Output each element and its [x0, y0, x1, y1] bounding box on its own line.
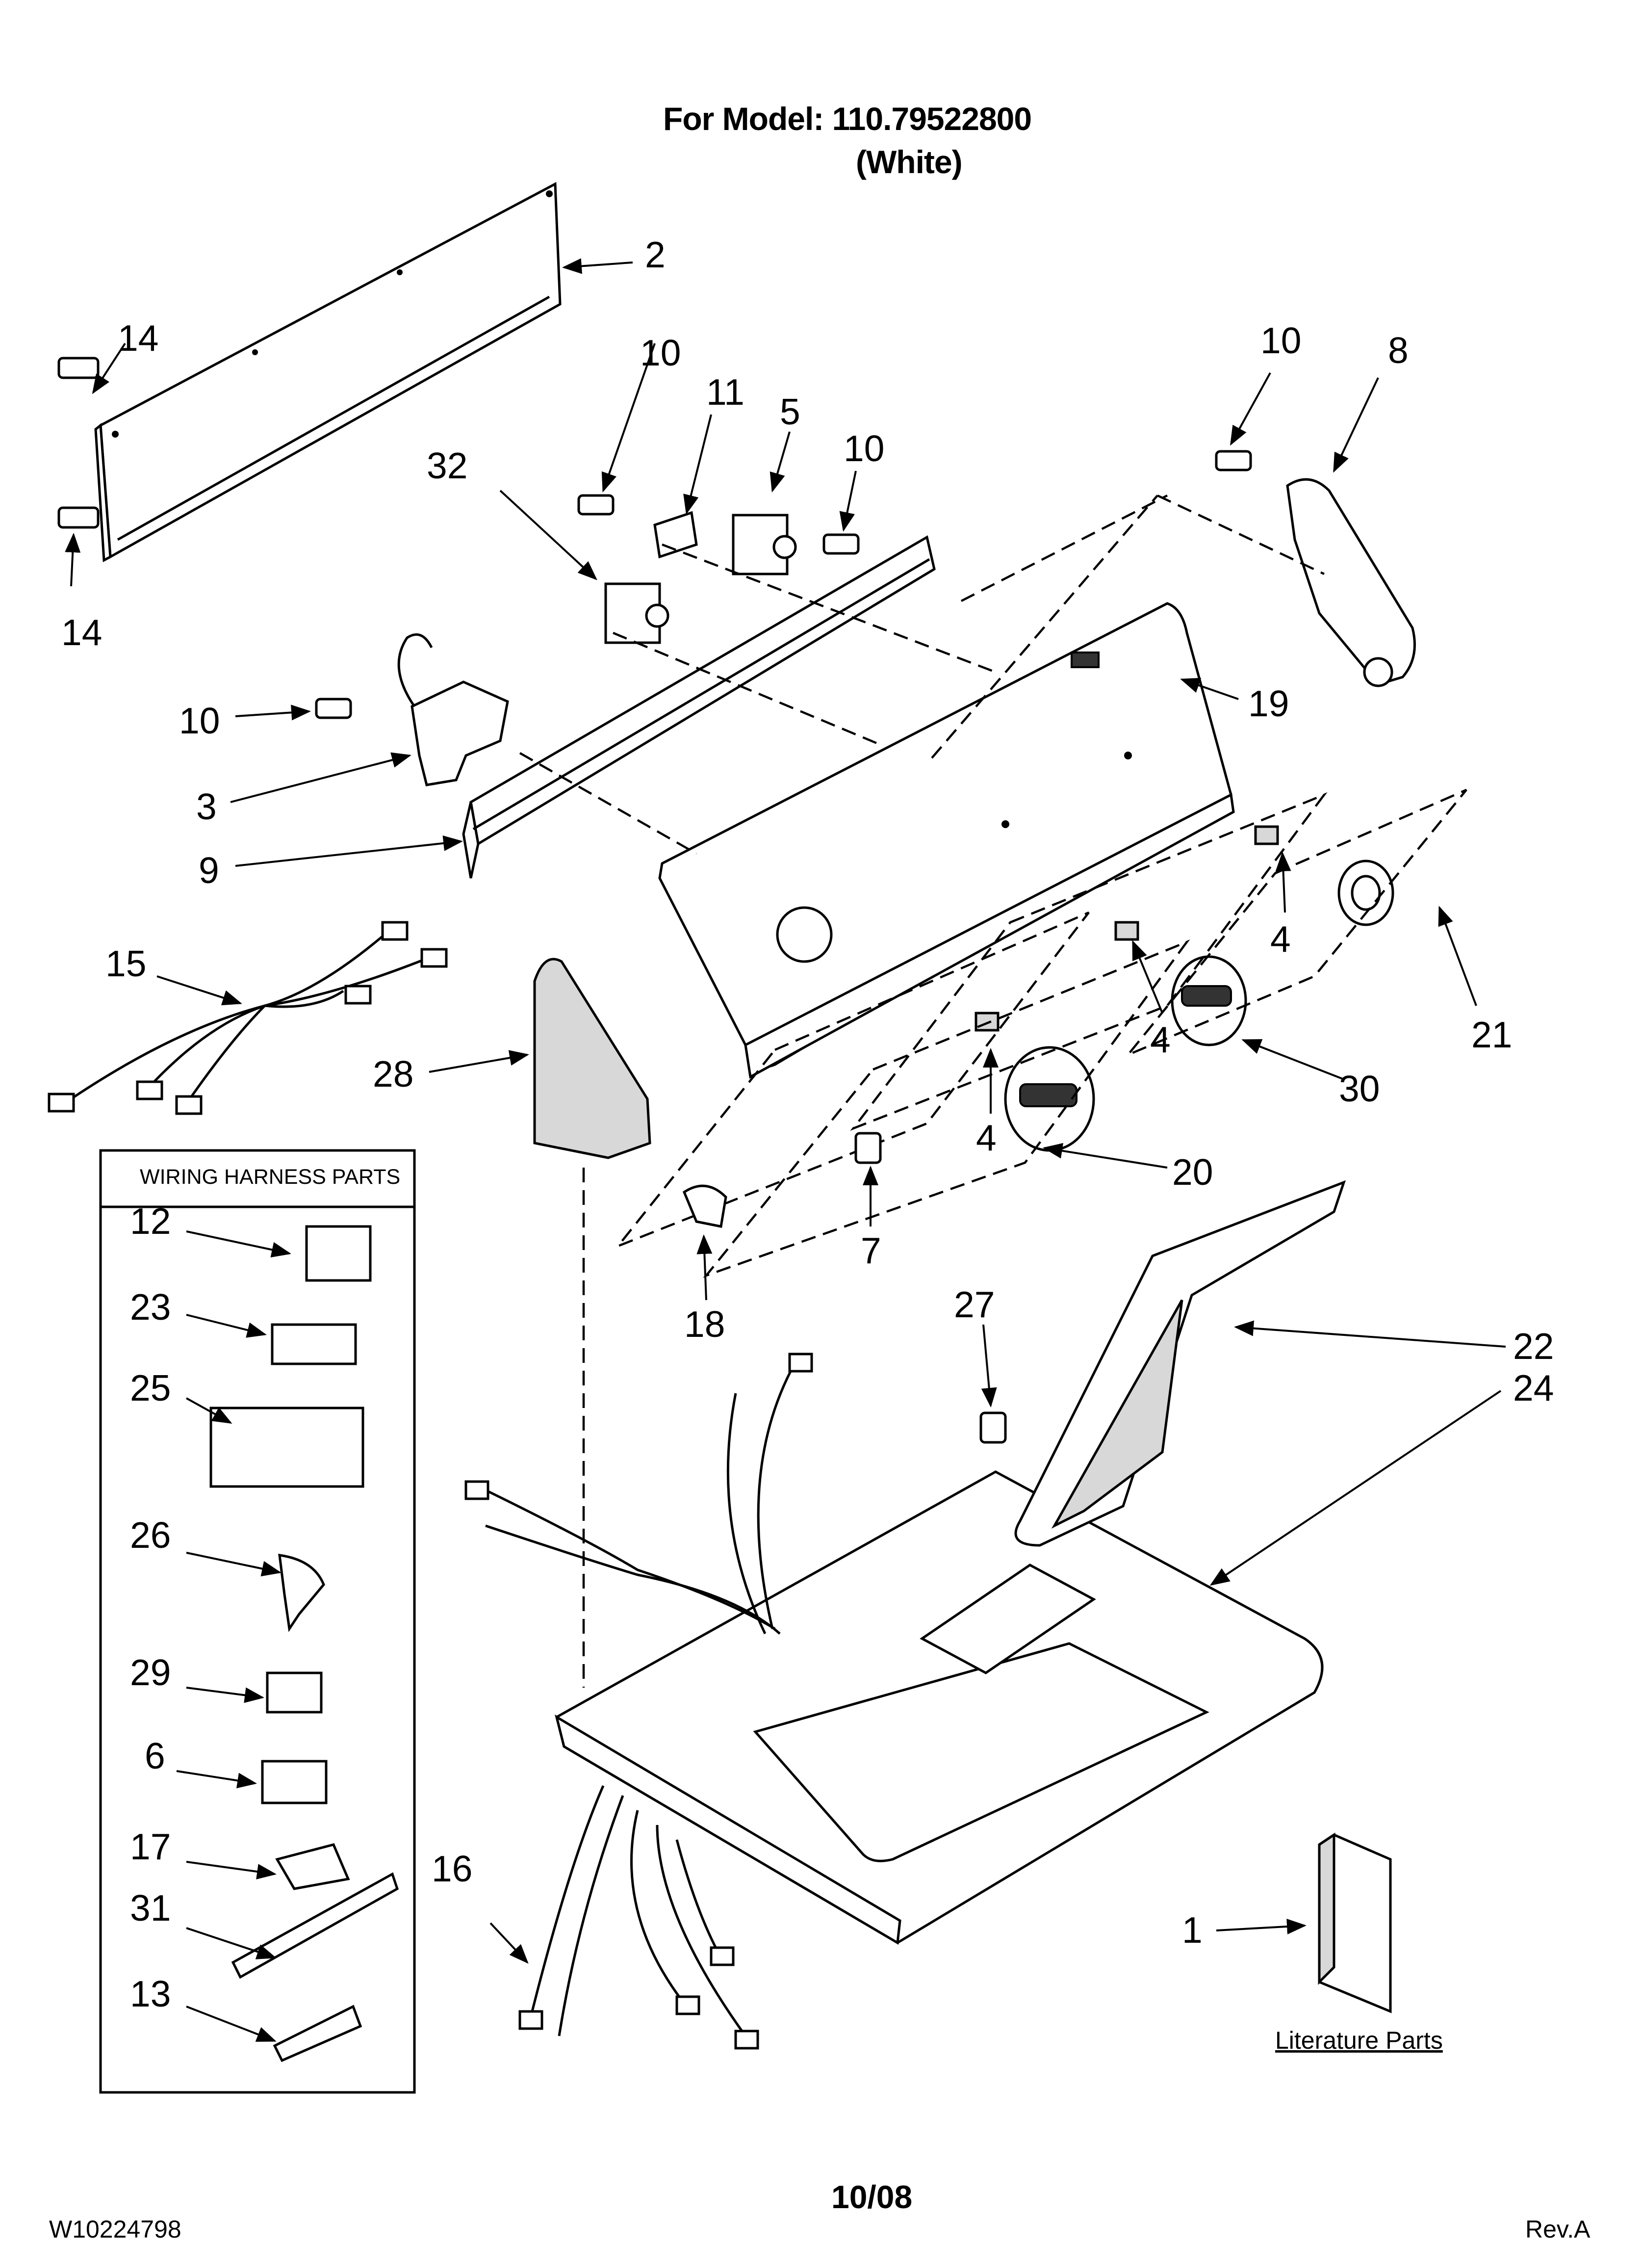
callout-14-top: 14 [118, 317, 158, 359]
callout-16: 16 [432, 1848, 472, 1889]
callout-28: 28 [373, 1053, 413, 1095]
callout-8: 8 [1388, 330, 1409, 371]
switch-part-3 [397, 633, 509, 786]
callout-w17: 17 [130, 1826, 171, 1867]
wire-part-15 [48, 921, 448, 1115]
callout-w26: 26 [130, 1514, 171, 1556]
callout-3: 3 [196, 786, 217, 827]
rear-panel-part-2 [94, 182, 562, 563]
callout-w13: 13 [130, 1973, 171, 2014]
callout-4-b: 4 [1150, 1019, 1171, 1060]
knob-part-20 [1004, 1046, 1095, 1152]
callout-21: 21 [1471, 1014, 1512, 1055]
callout-w23: 23 [130, 1286, 171, 1328]
callout-10-c: 10 [1260, 320, 1301, 361]
callout-32: 32 [427, 445, 467, 486]
harness-part-16 [464, 1353, 813, 2050]
callout-20: 20 [1172, 1151, 1213, 1193]
callout-22: 22 [1513, 1326, 1554, 1367]
doc-date: 10/08 [831, 2179, 913, 2215]
revision: Rev.A [1525, 2216, 1591, 2243]
doc-number: W10224798 [49, 2216, 181, 2243]
literature-part-1 [1318, 1832, 1392, 2013]
callout-18: 18 [684, 1303, 725, 1345]
lint-screen-part-22 [1014, 1180, 1346, 1547]
callout-19: 19 [1248, 683, 1289, 724]
console-panel-part-19 [658, 602, 1235, 1079]
screw-part-10 [315, 450, 1252, 719]
callout-10-a: 10 [640, 332, 681, 373]
callout-11: 11 [706, 371, 744, 413]
callout-w6: 6 [145, 1735, 165, 1776]
callout-1: 1 [1182, 1909, 1203, 1951]
callout-w31: 31 [130, 1887, 171, 1929]
dashed-knob-outlines [614, 788, 1467, 1278]
callout-30: 30 [1339, 1068, 1380, 1109]
screw-part-7 [854, 1132, 882, 1164]
callout-9: 9 [199, 850, 219, 891]
control-bracket-part-9 [462, 535, 936, 879]
screw-part-27 [979, 1411, 1007, 1444]
callout-4-c: 4 [976, 1117, 997, 1158]
switch-part-5 [732, 514, 797, 575]
callout-27: 27 [954, 1284, 995, 1325]
callout-14-bottom: 14 [61, 612, 102, 653]
callout-10-d: 10 [179, 700, 220, 741]
callout-w12: 12 [130, 1200, 171, 1242]
knob-part-21 [1337, 860, 1394, 926]
end-cap-part-28 [533, 958, 651, 1159]
clip-part-4 [975, 825, 1279, 1032]
callout-w25: 25 [130, 1367, 171, 1408]
screw-part-14 [57, 357, 100, 529]
callout-4-a: 4 [1270, 918, 1291, 960]
wiring-harness-title: WIRING HARNESS PARTS [140, 1165, 401, 1189]
callout-5: 5 [780, 391, 800, 432]
callout-15: 15 [105, 943, 146, 984]
callout-w29: 29 [130, 1652, 171, 1693]
color-subtitle: (White) [856, 144, 963, 180]
literature-parts-label: Literature Parts [1275, 2027, 1443, 2054]
clip-part-18 [682, 1184, 727, 1228]
callout-10-b: 10 [844, 428, 884, 469]
top-part-24 [555, 1470, 1324, 1945]
end-cap-part-8 [1286, 478, 1416, 687]
model-title: For Model: 110.79522800 [663, 101, 1032, 137]
callout-2: 2 [645, 234, 666, 275]
callout-24: 24 [1513, 1367, 1554, 1408]
callout-7: 7 [861, 1230, 881, 1271]
